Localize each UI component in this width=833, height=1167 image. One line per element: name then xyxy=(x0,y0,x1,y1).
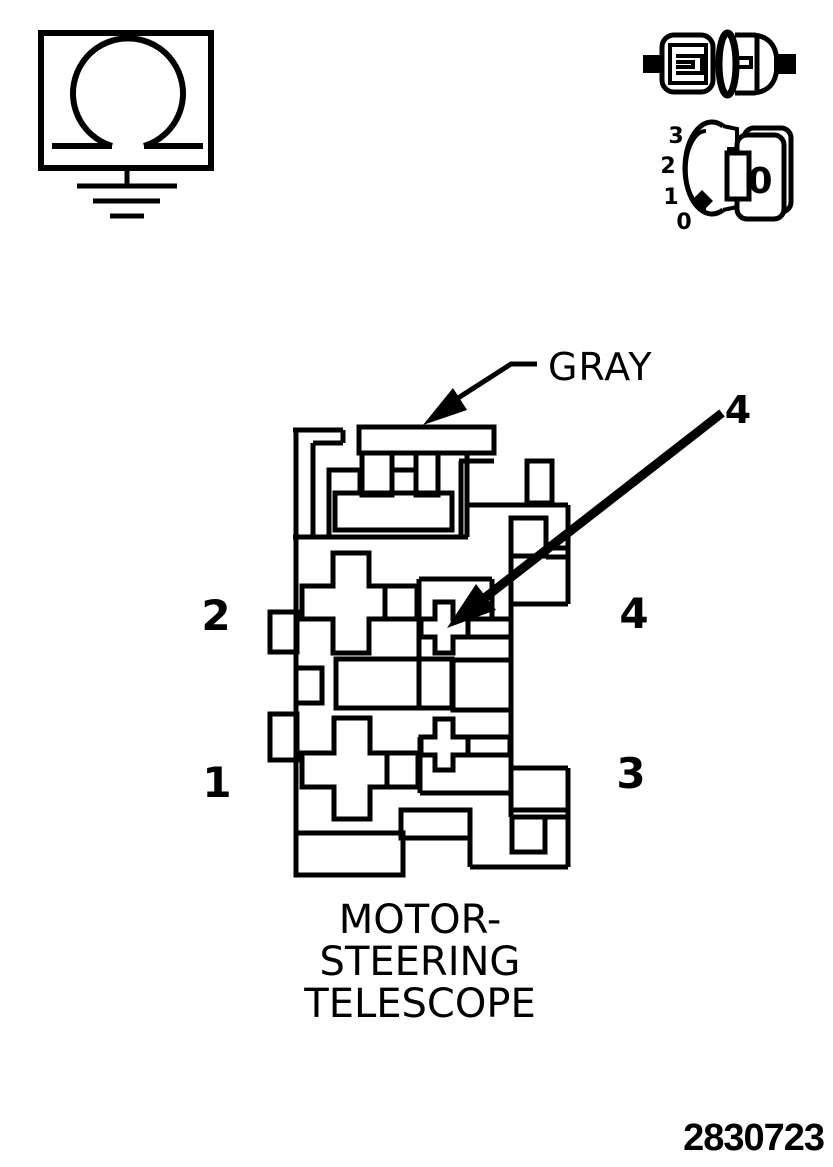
gray-callout: GRAY xyxy=(423,345,653,425)
inline-connector-icon xyxy=(643,29,796,99)
gray-label: GRAY xyxy=(548,345,653,389)
connector-index-tabs xyxy=(267,609,325,763)
connector-wire-stub-right-icon xyxy=(774,54,796,74)
ignition-position-1: 1 xyxy=(663,185,678,210)
motor-ground-icon xyxy=(38,30,214,219)
pin-label-4: 4 xyxy=(619,589,648,638)
ignition-position-2: 2 xyxy=(660,154,675,179)
ignition-key-label: 0 xyxy=(747,161,772,202)
caption-line-2: STEERING xyxy=(320,939,521,985)
wire-4-callout: 4 xyxy=(447,388,751,628)
connector-socket-body-icon xyxy=(735,32,780,96)
caption-line-3: TELESCOPE xyxy=(303,981,535,1027)
connector-outline-rects xyxy=(293,424,555,878)
ignition-position-0: 0 xyxy=(676,210,691,235)
wire-4-label: 4 xyxy=(725,388,751,432)
pin-label-2: 2 xyxy=(201,591,230,640)
component-caption: MOTOR- STEERING TELESCOPE xyxy=(303,897,535,1027)
motor-winding-icon xyxy=(52,35,203,149)
ignition-key-notch-icon xyxy=(724,150,752,202)
gray-callout-arrowhead-icon xyxy=(423,388,467,425)
connector-seal-ring-icon xyxy=(715,29,740,99)
ignition-position-3: 3 xyxy=(668,124,683,149)
ignition-switch-icon: 3 2 1 0 0 xyxy=(660,119,794,235)
pin-cavity-crosses xyxy=(299,550,513,822)
connector-plug-body-icon xyxy=(659,32,716,95)
gray-callout-leader-line xyxy=(453,361,537,403)
pin-label-1: 1 xyxy=(202,758,231,807)
connector-socket-slot-icon xyxy=(735,56,753,69)
connector-terminal-fork-icon xyxy=(676,54,704,75)
wire-4-leader-line xyxy=(475,409,725,607)
connector-plug-cavity-icon xyxy=(668,43,708,85)
pin-label-3: 3 xyxy=(616,749,645,798)
ground-icon xyxy=(77,168,177,219)
ignition-position-marker-icon xyxy=(691,190,713,212)
part-number: 2830723 xyxy=(683,1117,824,1159)
connector-face-diagram xyxy=(267,424,571,878)
wire-4-arrowhead-icon xyxy=(447,584,496,628)
caption-line-1: MOTOR- xyxy=(339,897,502,943)
connector-wire-stub-left-icon xyxy=(643,55,662,73)
